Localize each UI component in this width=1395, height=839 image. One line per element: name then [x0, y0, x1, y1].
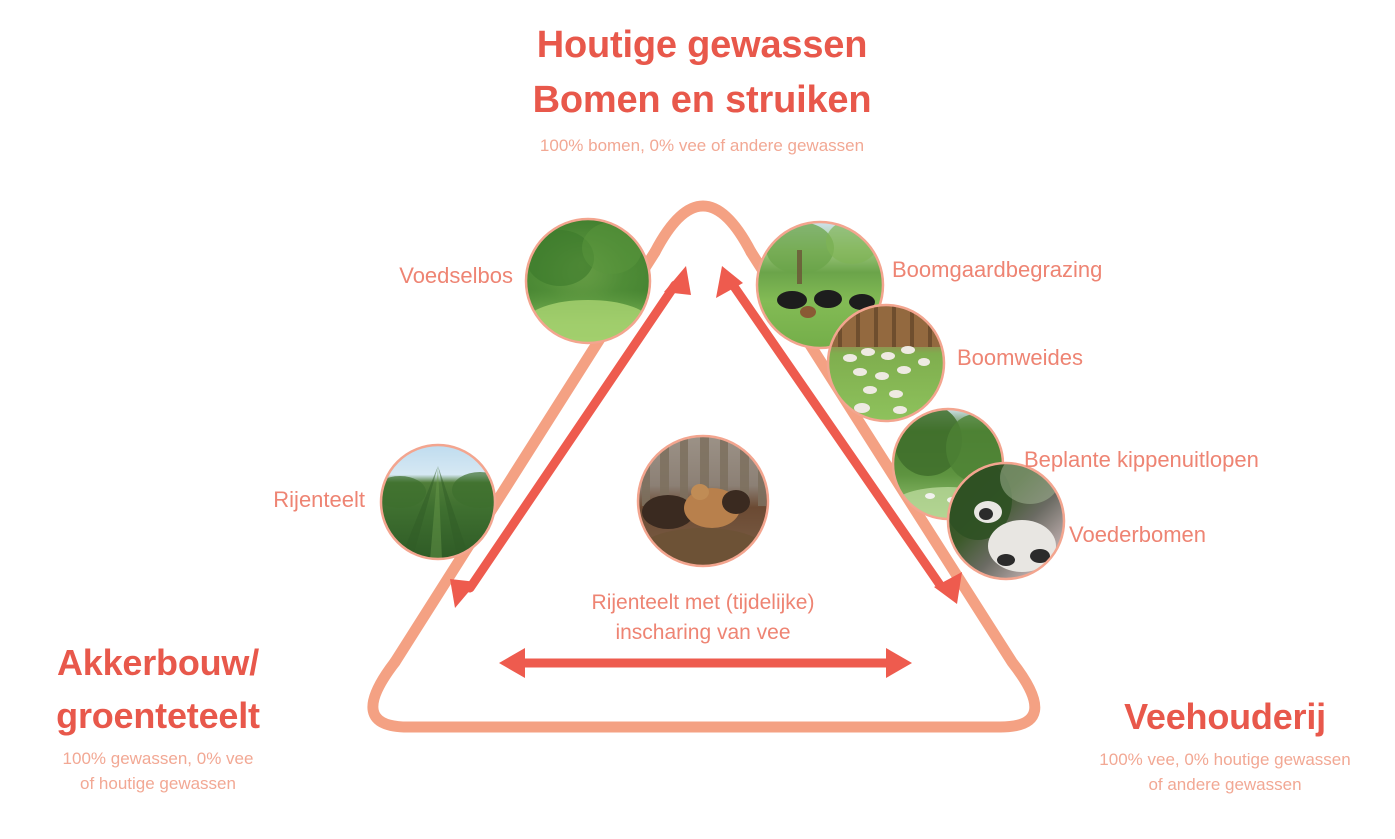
corner-title-trees-line2: Bomen en struiken	[532, 79, 872, 121]
arrow-crops-trees	[450, 266, 691, 608]
corner-subtitle-crops-line1: 100% gewassen, 0% vee	[62, 749, 254, 768]
arrowhead-icon	[499, 648, 525, 678]
arrowhead-icon	[716, 266, 743, 298]
corner-label-livestock: Veehouderij 100% vee, 0% houtige gewasse…	[1060, 690, 1390, 797]
node-label-beplante-kippenuitlopen: Beplante kippenuitlopen	[1024, 447, 1259, 472]
corner-subtitle-crops-line2: of houtige gewassen	[80, 774, 236, 793]
corner-label-trees: Houtige gewassen Bomen en struiken 100% …	[397, 18, 1007, 158]
corner-title-livestock-line1: Veehouderij	[1124, 696, 1326, 737]
arrowhead-icon	[934, 572, 962, 604]
center-caption-line1: Rijenteelt met (tijdelijke)	[591, 591, 815, 614]
node-label-rijenteelt: Rijenteelt	[273, 487, 365, 512]
corner-label-crops: Akkerbouw/ groenteteelt 100% gewassen, 0…	[8, 636, 308, 796]
node-label-boomweides: Boomweides	[957, 345, 1083, 370]
node-label-voedselbos: Voedselbos	[399, 263, 513, 288]
corner-title-trees-line1: Houtige gewassen	[536, 24, 868, 66]
corner-subtitle-trees: 100% bomen, 0% vee of andere gewassen	[539, 136, 865, 155]
corner-subtitle-livestock-line1: 100% vee, 0% houtige gewassen	[1099, 750, 1351, 769]
center-caption: Rijenteelt met (tijdelijke) inscharing v…	[523, 588, 883, 648]
arrowhead-icon	[450, 579, 477, 608]
node-label-boomgaardbegrazing: Boomgaardbegrazing	[892, 257, 1103, 282]
center-caption-line2: inscharing van vee	[615, 621, 791, 644]
arrowhead-icon	[664, 266, 691, 295]
arrow-trees-livestock	[716, 266, 962, 604]
corner-subtitle-livestock-line2: of andere gewassen	[1148, 775, 1302, 794]
photo-cattle-trees-photo	[946, 461, 1066, 581]
node-label-voederbomen: Voederbomen	[1069, 522, 1206, 547]
photo-croprows-photo	[379, 443, 497, 561]
corner-title-crops-line2: groenteteelt	[56, 695, 260, 736]
photo-pigs-woodland-photo	[636, 434, 770, 568]
corner-title-crops-line1: Akkerbouw/	[56, 642, 260, 683]
arrowhead-icon	[886, 648, 912, 678]
photo-forest-photo	[524, 217, 652, 345]
arrow-crops-livestock	[499, 648, 912, 678]
photo-sheep-pasture-photo	[826, 303, 946, 423]
